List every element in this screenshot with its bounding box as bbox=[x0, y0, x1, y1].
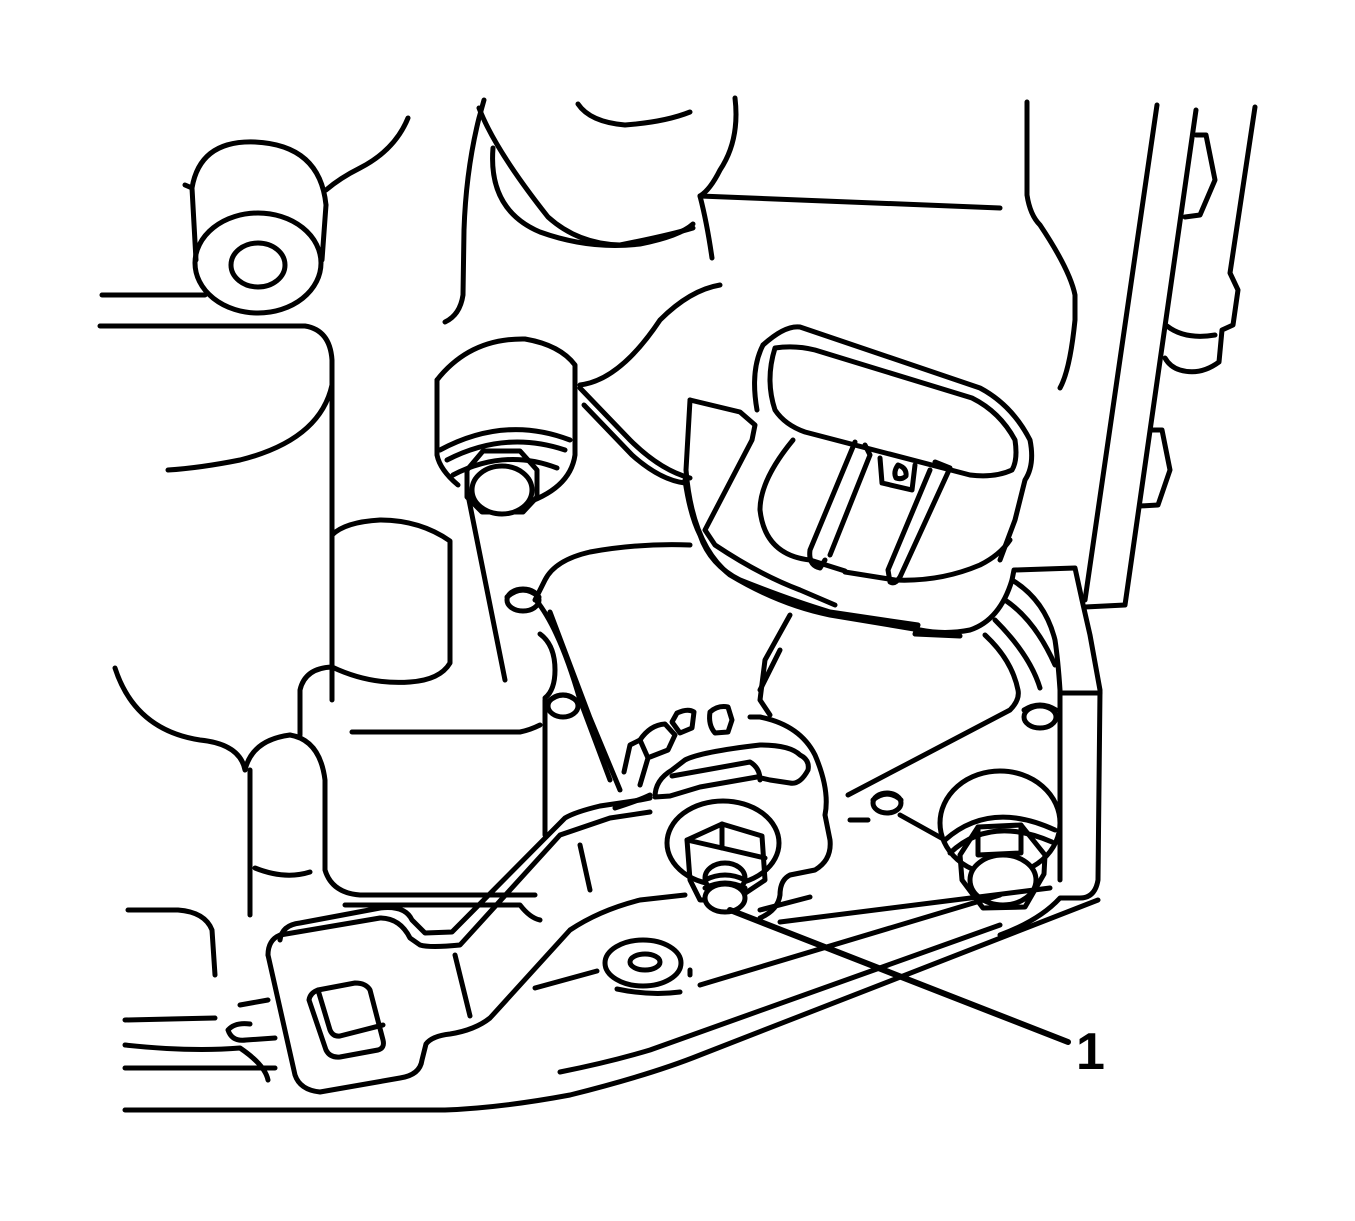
right-bolt bbox=[847, 768, 1063, 911]
electrical-connector bbox=[682, 324, 1035, 639]
small-holes bbox=[504, 586, 623, 838]
stud-nut-assembly bbox=[664, 798, 782, 915]
base-rails bbox=[122, 885, 1101, 1113]
sensor-body bbox=[612, 704, 833, 921]
top-center-housing bbox=[442, 95, 1003, 325]
bracket-plate bbox=[757, 565, 1103, 938]
upper-left-boss bbox=[99, 115, 411, 316]
middle-left-bolt bbox=[434, 336, 578, 683]
callout-leader-line bbox=[727, 907, 1071, 1045]
right-rails bbox=[1024, 99, 1258, 610]
bracket-arm bbox=[225, 795, 813, 1095]
connector-harness bbox=[532, 282, 723, 603]
callout-label-1: 1 bbox=[1076, 1023, 1105, 1081]
left-housing bbox=[97, 323, 543, 918]
